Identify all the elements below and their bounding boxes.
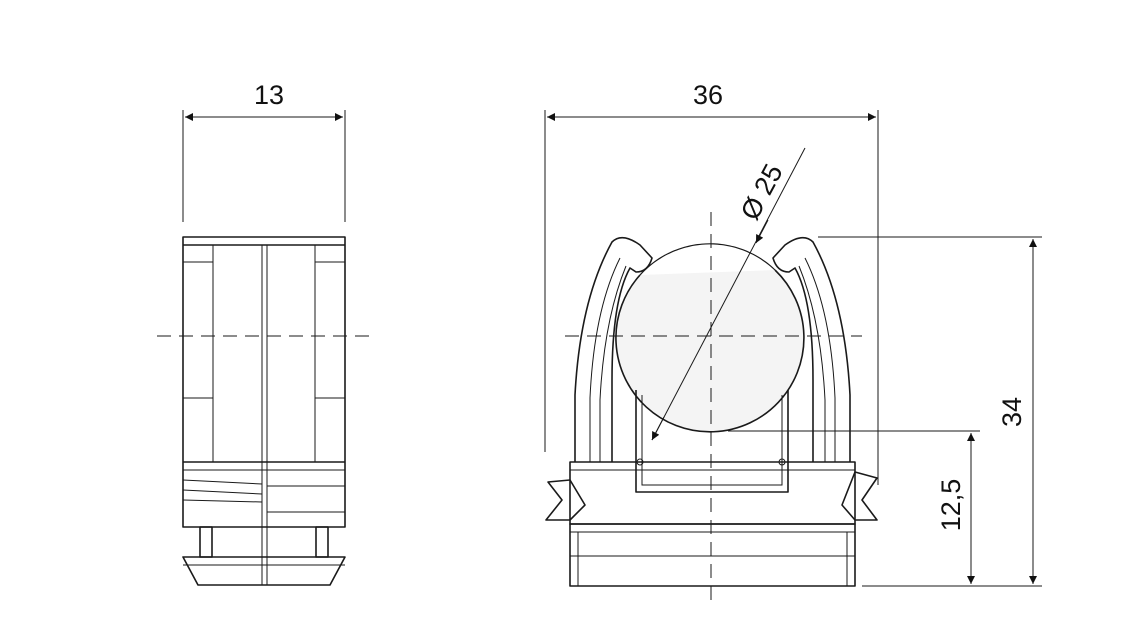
- dim-label-12-5: 12,5: [936, 479, 966, 532]
- dimension-axis-height: 12,5: [728, 430, 980, 584]
- tube-circle: [615, 269, 805, 433]
- dim-label-36: 36: [693, 80, 723, 110]
- dimension-side-width: 13: [182, 80, 346, 222]
- dimension-total-height: 34: [818, 236, 1042, 587]
- dim-label-34: 34: [997, 397, 1027, 427]
- side-view: 13: [157, 80, 376, 586]
- dimension-front-width: 36: [544, 80, 879, 485]
- dim-label-diameter: Ø 25: [735, 159, 789, 225]
- dim-label-13: 13: [254, 80, 284, 110]
- front-view: 36: [544, 80, 1042, 602]
